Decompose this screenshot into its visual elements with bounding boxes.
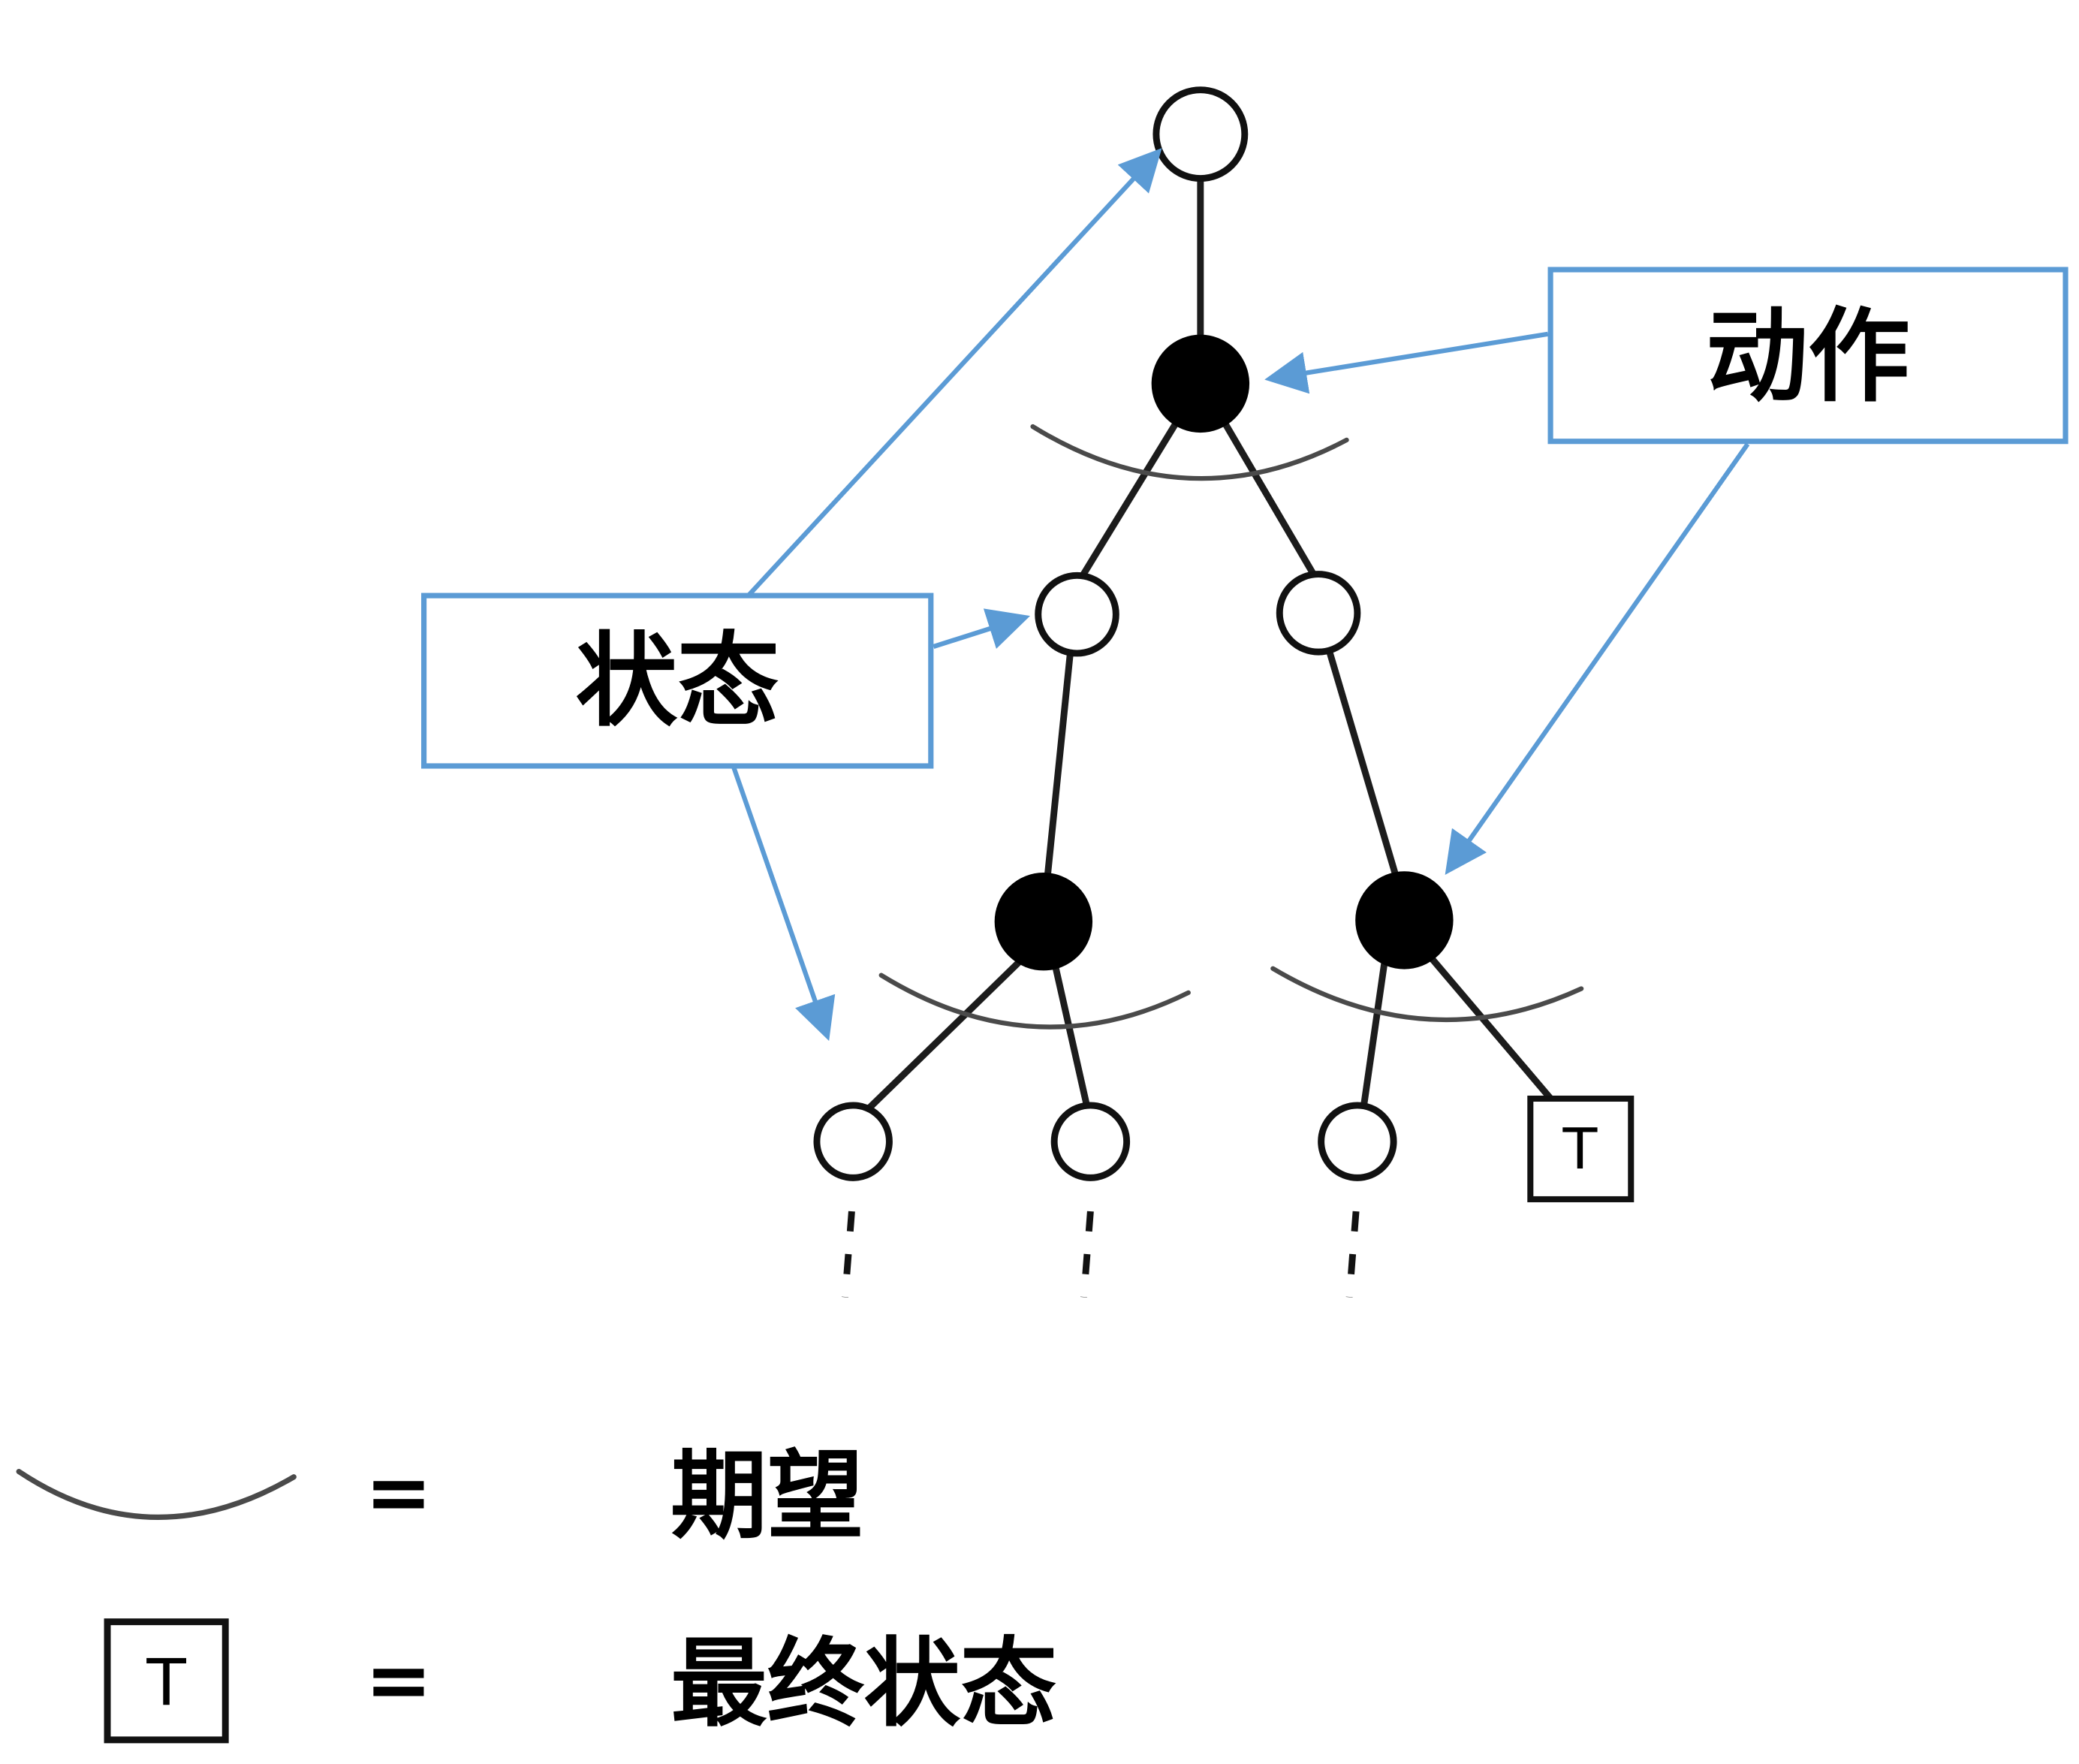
expectation-arc-left bbox=[878, 972, 1191, 1030]
legend-expectation-arc bbox=[16, 1469, 297, 1520]
legend-terminal-label: 最终状态 bbox=[670, 1627, 1056, 1740]
state-node-leaf-3 bbox=[1318, 1102, 1397, 1181]
callout-arrows bbox=[731, 148, 1750, 1042]
edge-action-right-to-terminal bbox=[1427, 954, 1556, 1104]
tree-nodes: T bbox=[813, 86, 1635, 1202]
action-node-right bbox=[1355, 871, 1454, 969]
edge-action-right-to-leaf-3 bbox=[1360, 960, 1388, 1108]
state-callout-label: 状态 bbox=[575, 622, 779, 741]
expectation-arc-right bbox=[1270, 966, 1584, 1023]
edge-action-to-state-right bbox=[1221, 419, 1319, 582]
state-arrow-to-root bbox=[744, 148, 1162, 600]
legend-terminal-row: T = 最终状态 bbox=[104, 1618, 1057, 1744]
action-callout-box bbox=[1547, 267, 2068, 445]
terminal-square bbox=[1527, 1095, 1635, 1202]
legend-expectation-row: = 期望 bbox=[16, 1439, 863, 1552]
expectation-arcs bbox=[878, 424, 1584, 1030]
action-node-left bbox=[994, 872, 1093, 971]
edge-action-left-to-leaf-1 bbox=[866, 955, 1026, 1111]
action-callout: 动作 bbox=[1547, 267, 2068, 445]
state-node-l2-left bbox=[1035, 571, 1119, 657]
state-arrow-to-leaf bbox=[731, 766, 836, 1042]
dashed-line-3 bbox=[1345, 1211, 1360, 1298]
terminal-label: T bbox=[1562, 1116, 1598, 1182]
state-node-leaf-2 bbox=[1050, 1102, 1131, 1181]
state-callout: 状态 bbox=[421, 593, 934, 769]
terminal-node: T bbox=[1527, 1095, 1635, 1202]
continuation-dashes bbox=[842, 1211, 1360, 1298]
legend-terminal-square bbox=[104, 1618, 229, 1744]
action-callout-label: 动作 bbox=[1706, 297, 1910, 417]
legend-expectation-label: 期望 bbox=[670, 1439, 863, 1552]
action-node-top bbox=[1151, 334, 1250, 433]
tree-edges bbox=[866, 175, 1556, 1111]
legend-equals-2: = bbox=[365, 1634, 432, 1727]
action-arrow-to-right bbox=[1445, 442, 1750, 875]
state-callout-box bbox=[421, 593, 934, 769]
legend-terminal-letter: T bbox=[146, 1645, 186, 1720]
state-node-root bbox=[1152, 86, 1249, 182]
expectation-arc-top bbox=[1030, 424, 1349, 481]
dashed-line-1 bbox=[842, 1211, 855, 1298]
edge-state-right-to-action-right bbox=[1325, 647, 1400, 881]
legend-equals-1: = bbox=[365, 1446, 432, 1539]
action-arrow-to-top bbox=[1264, 331, 1549, 394]
legend: = 期望 T = 最终状态 bbox=[16, 1439, 1057, 1744]
dashed-line-2 bbox=[1080, 1211, 1094, 1298]
state-arrow-to-l2-left bbox=[933, 608, 1031, 649]
edge-action-to-state-left bbox=[1077, 419, 1180, 582]
state-node-leaf-1 bbox=[813, 1102, 893, 1181]
edge-action-left-to-leaf-2 bbox=[1052, 963, 1090, 1108]
state-node-l2-right bbox=[1276, 571, 1361, 656]
edge-state-left-to-action-left bbox=[1044, 648, 1074, 879]
